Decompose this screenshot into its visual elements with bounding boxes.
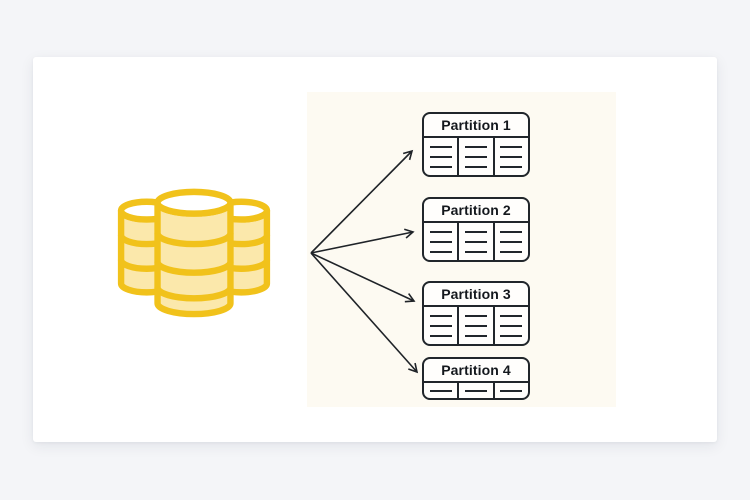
partition-title: Partition 3 (424, 283, 528, 307)
partition-box-2: Partition 2 (422, 197, 530, 262)
table-column (459, 307, 495, 344)
partition-title: Partition 1 (424, 114, 528, 138)
arrow-to-partition-2 (310, 228, 415, 254)
partition-box-3: Partition 3 (422, 281, 530, 346)
table-column (459, 383, 495, 398)
table-column (495, 383, 528, 398)
partition-box-1: Partition 1 (422, 112, 530, 177)
database-icon (117, 188, 271, 318)
arrow-to-partition-4 (310, 252, 419, 374)
partition-table (424, 223, 528, 260)
table-column (424, 307, 460, 344)
partition-title: Partition 4 (424, 359, 528, 383)
arrow-to-partition-1 (310, 149, 414, 254)
partition-table (424, 138, 528, 175)
db-center-cylinder (154, 188, 234, 318)
table-column (459, 223, 495, 260)
partition-box-4: Partition 4 (422, 357, 530, 400)
diagram-card: Partition 1 Partition 2 Partition 3 Part… (33, 57, 717, 442)
table-column (495, 223, 528, 260)
partition-table (424, 307, 528, 344)
table-column (424, 383, 460, 398)
partition-title: Partition 2 (424, 199, 528, 223)
fanout-arrows (310, 149, 419, 374)
table-column (495, 138, 528, 175)
table-column (459, 138, 495, 175)
arrow-to-partition-3 (310, 252, 416, 303)
partition-table (424, 383, 528, 398)
table-column (424, 138, 460, 175)
table-column (424, 223, 460, 260)
table-column (495, 307, 528, 344)
